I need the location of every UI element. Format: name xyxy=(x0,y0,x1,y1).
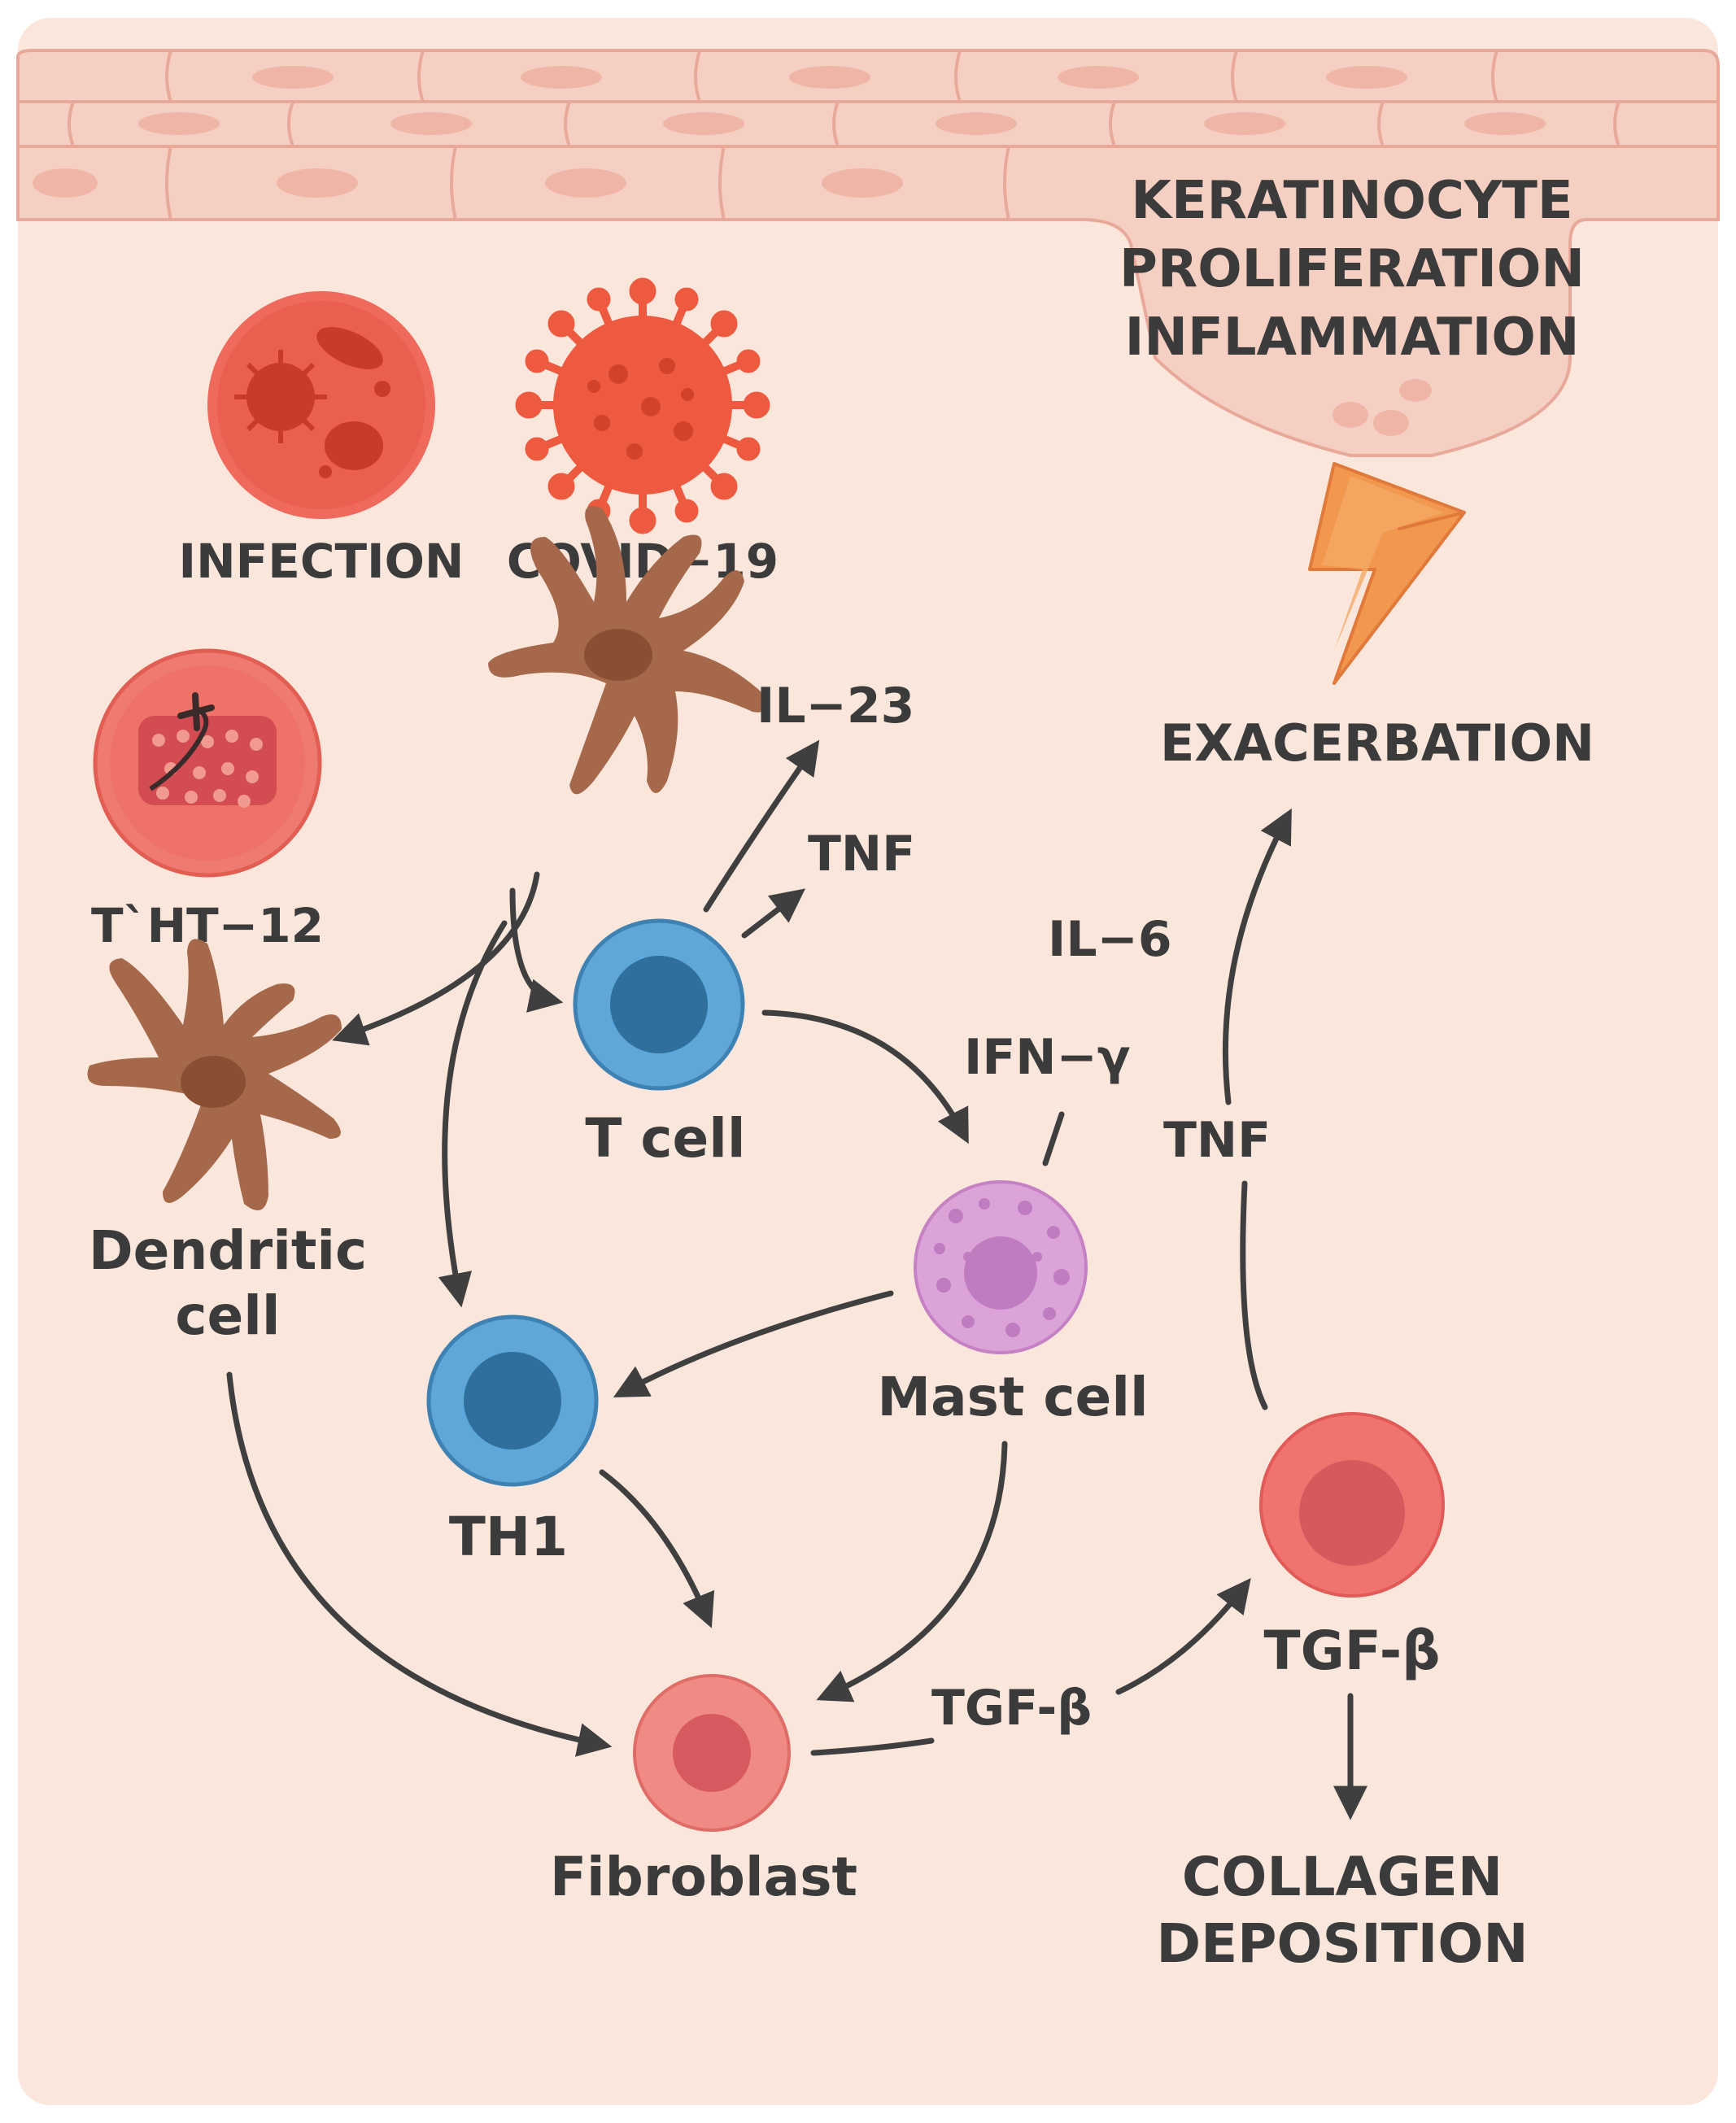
infection-label: INFECTION xyxy=(179,534,465,589)
arrow-tcell-to-mast xyxy=(761,1009,969,1144)
arrow-dc-to-tcell xyxy=(509,887,564,1013)
t-cell-label: T cell xyxy=(585,1107,745,1170)
exacerbation-label: EXACERBATION xyxy=(1160,713,1594,773)
mast-cell-label: Mast cell xyxy=(877,1366,1148,1428)
tgf-beta-mid-label: TGF-β xyxy=(931,1680,1092,1737)
arrow-mast-to-fibroblast xyxy=(816,1441,1008,1702)
collagen-label-line2: DEPOSITION xyxy=(1156,1912,1528,1975)
tgf-beta-cell-icon xyxy=(1259,1412,1445,1598)
header-line-proliferation: PROLIFERATION xyxy=(1119,239,1585,299)
fibroblast-cell-icon xyxy=(633,1674,791,1832)
skin-layer xyxy=(16,49,1720,457)
mast-cell-icon xyxy=(914,1180,1088,1354)
t-cell-icon xyxy=(573,918,745,1091)
dendritic-cell-label-line1: Dendritic xyxy=(89,1219,367,1282)
infection-icon xyxy=(207,291,435,519)
covid-virus-icon xyxy=(515,277,770,534)
tnf-right-label: TNF xyxy=(1163,1112,1271,1169)
dendritic-cell-upper-icon xyxy=(488,506,765,795)
line-fibroblast-to-tgf-label xyxy=(810,1737,935,1756)
arrow-dendritic-to-fibroblast xyxy=(226,1371,613,1757)
tgf-beta-cell-label: TGF-β xyxy=(1264,1619,1441,1682)
tnf-upper-label: TNF xyxy=(808,826,915,883)
arrow-th1-to-fibroblast xyxy=(599,1469,715,1628)
arrow-tnf-to-exacerbation xyxy=(1222,808,1292,1105)
arrow-tcell-to-tnf xyxy=(741,888,805,939)
line-tgf-cell-to-tnf xyxy=(1240,1180,1268,1410)
header-line-keratinocyte: KERATINOCYTE xyxy=(1131,171,1572,231)
tht12-cell-icon xyxy=(93,648,322,878)
arrow-mast-to-th1 xyxy=(613,1290,894,1397)
header-line-inflammation: INFLAMMATION xyxy=(1125,307,1580,368)
il6-label: IL−6 xyxy=(1048,911,1172,968)
th1-cell-icon xyxy=(426,1314,599,1487)
arrow-tgf-label-to-tgf-cell xyxy=(1115,1578,1251,1695)
th1-label: TH1 xyxy=(449,1506,568,1568)
arrow-dc-to-th1 xyxy=(438,920,508,1308)
pathway-arrows xyxy=(226,739,1367,1820)
collagen-label-line1: COLLAGEN xyxy=(1182,1846,1503,1908)
dendritic-cell-lower-icon xyxy=(87,939,342,1210)
dendritic-cell-label-line2: cell xyxy=(175,1284,280,1347)
arrow-tcell-to-il23 xyxy=(703,739,820,913)
fibroblast-label: Fibroblast xyxy=(550,1846,857,1908)
line-ifn-slash xyxy=(1042,1111,1065,1166)
ifn-gamma-label: IFN−γ xyxy=(964,1029,1131,1086)
diagram-background xyxy=(18,18,1718,2105)
il23-label: IL−23 xyxy=(757,678,914,735)
